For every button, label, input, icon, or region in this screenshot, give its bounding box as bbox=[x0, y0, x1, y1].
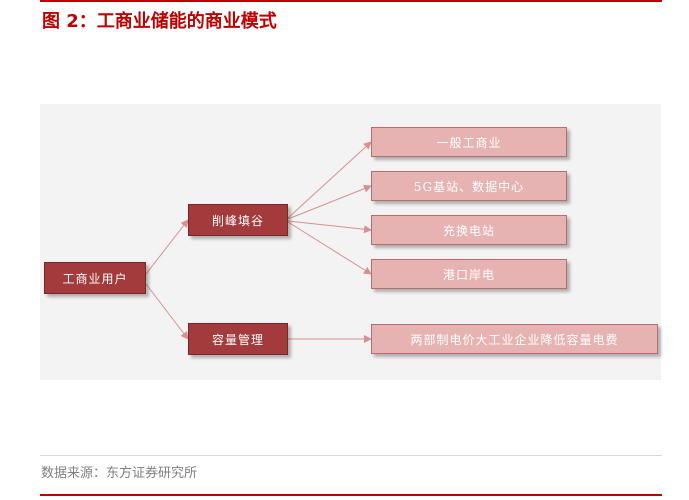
branch-node-peak-shaving: 削峰填谷 bbox=[188, 204, 288, 236]
branch-node-capacity-management: 容量管理 bbox=[188, 323, 288, 355]
connector-root-to-peak-shaving bbox=[145, 219, 189, 275]
leaf-node-charging-station: 充换电站 bbox=[371, 215, 567, 245]
footer-divider bbox=[40, 455, 662, 456]
top-accent-rule bbox=[40, 0, 662, 2]
connector-root-to-capacity bbox=[145, 283, 189, 340]
figure-title: 图 2：工商业储能的商业模式 bbox=[42, 11, 277, 32]
connector-peak-to-charging bbox=[287, 220, 372, 234]
root-node-commercial-users: 工商业用户 bbox=[44, 262, 146, 294]
leaf-node-general-commercial: 一般工商业 bbox=[371, 127, 567, 157]
source-note: 数据来源：东方证券研究所 bbox=[41, 466, 198, 481]
leaf-node-5g-datacenter: 5G基站、数据中心 bbox=[371, 171, 567, 201]
leaf-node-shore-power: 港口岸电 bbox=[371, 259, 567, 289]
connector-peak-to-shore bbox=[287, 221, 372, 275]
connector-peak-to-5g bbox=[287, 184, 372, 220]
connector-peak-to-general bbox=[287, 141, 372, 219]
leaf-node-capacity-fee: 两部制电价大工业企业降低容量电费 bbox=[371, 324, 658, 354]
bottom-accent-rule bbox=[40, 494, 662, 496]
